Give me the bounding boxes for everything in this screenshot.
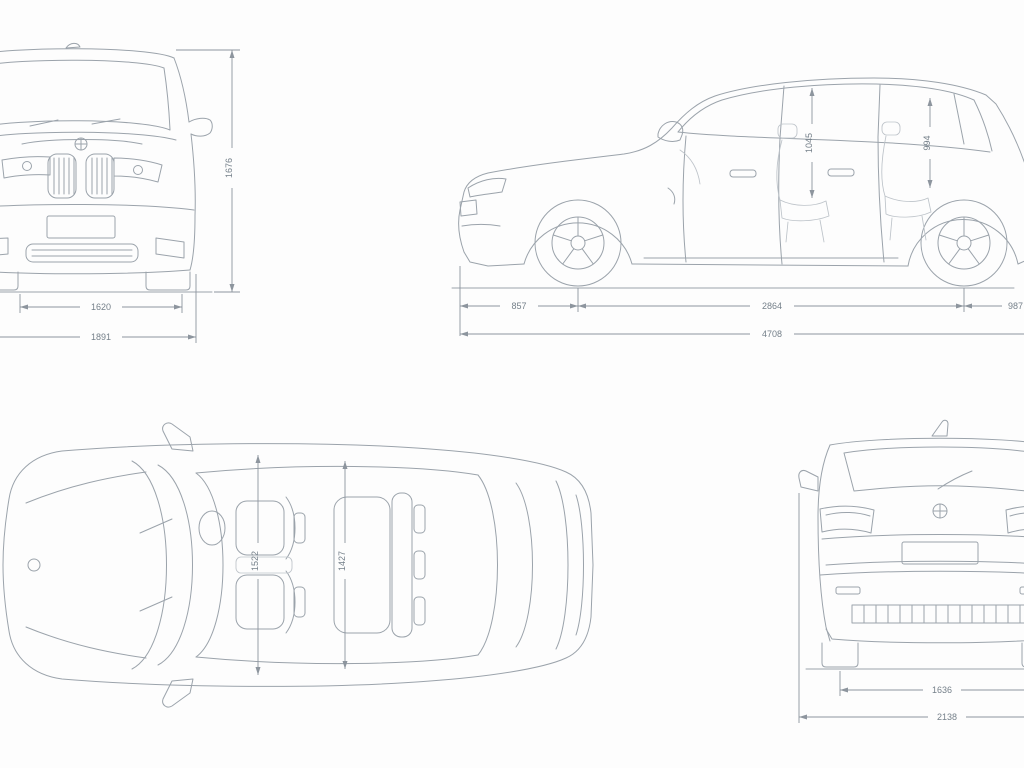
dim-front-width: 1891 [91, 332, 111, 342]
dim-headroom-front: 1045 [804, 133, 814, 153]
windshield [0, 59, 171, 131]
side-scoops [0, 237, 185, 259]
steering-wheel [198, 510, 226, 546]
side-view: 1045 994 857 2864 987 4708 [451, 77, 1024, 339]
rear-view-dimensions: 1636 2138 [798, 493, 1024, 723]
dim-front-track: 1620 [91, 302, 111, 312]
rear-bench [333, 492, 426, 638]
front-seat [776, 139, 830, 243]
rear-view: 1636 2138 [798, 419, 1024, 723]
c-pillar [877, 84, 881, 138]
rear-window [843, 446, 1024, 492]
side-view-dimensions: 1045 994 857 2864 987 4708 [459, 88, 1024, 339]
b-pillar [779, 85, 785, 139]
antenna-fin-icon [931, 419, 949, 437]
dashboard [679, 149, 701, 185]
wheel-left [821, 642, 859, 668]
bumper-line [0, 203, 195, 211]
front-grille [459, 199, 478, 217]
dim-headroom-rear: 994 [922, 135, 932, 150]
dim-wheelbase: 2864 [762, 301, 782, 311]
tailgate-lines [555, 480, 584, 650]
wipers [29, 118, 121, 127]
top-view-dimensions: 1522 1427 [250, 455, 348, 675]
dim-length: 4708 [762, 329, 782, 339]
top-view: 1522 1427 [2, 422, 594, 708]
hood-creases [25, 471, 147, 659]
license-plate [46, 215, 116, 239]
d-pillar [953, 93, 965, 145]
headlight [467, 177, 507, 198]
door-seams [682, 135, 885, 265]
taillight-right [1005, 506, 1024, 534]
glasshouse [677, 83, 993, 152]
antenna-fin-icon [65, 42, 81, 49]
headlight-right [113, 157, 163, 183]
top-view-console-ghost [235, 556, 293, 574]
reflector-right [1019, 586, 1024, 595]
side-view-interior-ghost [679, 121, 932, 243]
dim-interior-width-rear: 1427 [337, 551, 347, 571]
rear-window [477, 474, 533, 656]
side-view-car-outline [451, 77, 1024, 289]
rear-wheel-arch [907, 219, 1019, 267]
headlight-left [1, 156, 51, 179]
wipers [139, 518, 173, 612]
mirror-left [162, 422, 194, 452]
rear-view-car-outline [798, 419, 1024, 670]
fender-gill [667, 187, 676, 205]
diffuser [851, 604, 1024, 624]
front-seats [235, 496, 306, 634]
roof-outline [195, 465, 479, 665]
door-handle-front [729, 169, 757, 178]
dim-width-incl-mirrors: 2138 [937, 712, 957, 722]
dim-front-overhang: 857 [511, 301, 526, 311]
dim-rear-overhang: 987 [1008, 301, 1023, 311]
front-wheel [534, 199, 622, 287]
front-left-wheel [0, 271, 19, 291]
dim-height: 1676 [224, 158, 234, 178]
mirror [657, 121, 684, 142]
front-view: 1676 1620 1891 [0, 42, 240, 343]
taillight-left [819, 505, 875, 534]
tailgate-lines [821, 534, 1024, 566]
mirror-left [798, 470, 819, 492]
reflector-left [835, 586, 861, 595]
rear-wheel [920, 199, 1008, 287]
door-handle-rear [827, 168, 855, 177]
cowl-and-windshield [131, 460, 224, 670]
rear-seat [881, 135, 932, 241]
grille-slats [53, 157, 113, 195]
bumper-top [819, 570, 1024, 576]
rear-headrest [881, 121, 901, 136]
rear-wiper [937, 470, 973, 490]
top-view-car-outline [2, 422, 594, 708]
dim-rear-track: 1636 [932, 685, 952, 695]
lower-intake [25, 243, 139, 263]
hood-lines [0, 131, 177, 145]
brand-roundel-icon [27, 558, 41, 572]
license-plate [901, 541, 979, 565]
kidney-grille-left [47, 153, 77, 199]
mirror-right [162, 678, 194, 708]
wheel-right [1021, 642, 1024, 668]
beltline [677, 131, 991, 153]
front-view-dimensions: 1676 1620 1891 [0, 49, 240, 343]
front-headrest [777, 123, 798, 139]
dim-interior-width-front: 1522 [250, 551, 260, 571]
front-view-car-outline [0, 42, 213, 293]
kidney-grille-right [85, 153, 115, 199]
front-right-wheel [145, 271, 191, 291]
